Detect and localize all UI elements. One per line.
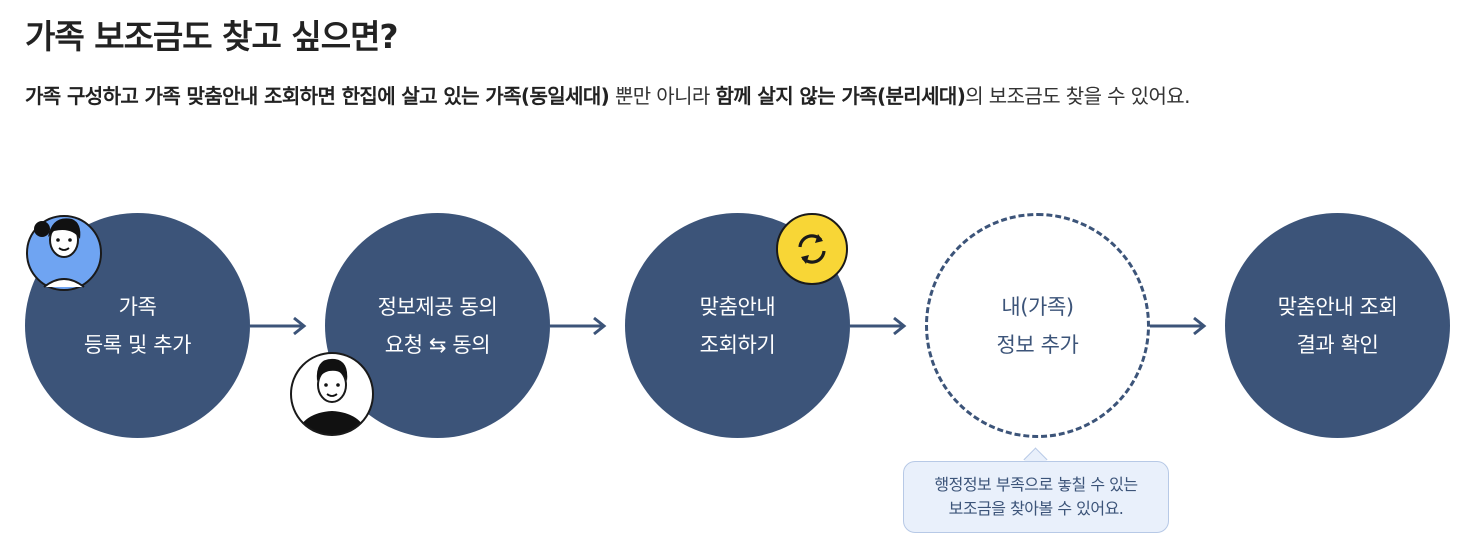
man-avatar-icon	[289, 351, 375, 437]
page-subtitle: 가족 구성하고 가족 맞춤안내 조회하면 한집에 살고 있는 가족(동일세대) …	[25, 80, 1190, 109]
step-5-line-2: 결과 확인	[1296, 332, 1379, 357]
step-4-line-1: 내(가족)	[1001, 294, 1074, 319]
subtitle-text-2: 의 보조금도 찾을 수 있어요.	[965, 84, 1190, 108]
arrow-right-icon	[250, 316, 307, 336]
step-5-line-1: 맞춤안내 조회	[1277, 294, 1398, 319]
refresh-icon	[776, 213, 848, 285]
subtitle-bold-1: 가족 구성하고 가족 맞춤안내 조회하면 한집에 살고 있는 가족(동일세대)	[25, 84, 610, 108]
step-2-line-1: 정보제공 동의	[377, 294, 498, 319]
step-3-line-1: 맞춤안내	[699, 294, 776, 319]
step-result-check: 맞춤안내 조회 결과 확인	[1225, 213, 1450, 438]
step-3-line-2: 조회하기	[699, 332, 776, 357]
tooltip-line-2: 보조금을 찾아볼 수 있어요.	[948, 499, 1124, 518]
info-tooltip: 행정정보 부족으로 놓칠 수 있는 보조금을 찾아볼 수 있어요.	[903, 461, 1169, 533]
arrow-right-icon	[1150, 316, 1207, 336]
arrow-right-icon	[550, 316, 607, 336]
step-1-line-1: 가족	[118, 294, 157, 319]
arrow-right-icon	[850, 316, 907, 336]
woman-avatar-icon	[24, 213, 104, 293]
step-1-line-2: 등록 및 추가	[83, 332, 192, 357]
step-4-line-2: 정보 추가	[996, 332, 1079, 357]
subtitle-text-1: 뿐만 아니라	[609, 84, 716, 108]
page-title: 가족 보조금도 찾고 싶으면?	[25, 17, 399, 56]
subtitle-bold-2: 함께 살지 않는 가족(분리세대)	[715, 84, 966, 108]
tooltip-line-1: 행정정보 부족으로 놓칠 수 있는	[934, 475, 1138, 494]
step-2-line-2: 요청 ⇆ 동의	[384, 332, 491, 357]
step-add-info: 내(가족) 정보 추가	[925, 213, 1150, 438]
